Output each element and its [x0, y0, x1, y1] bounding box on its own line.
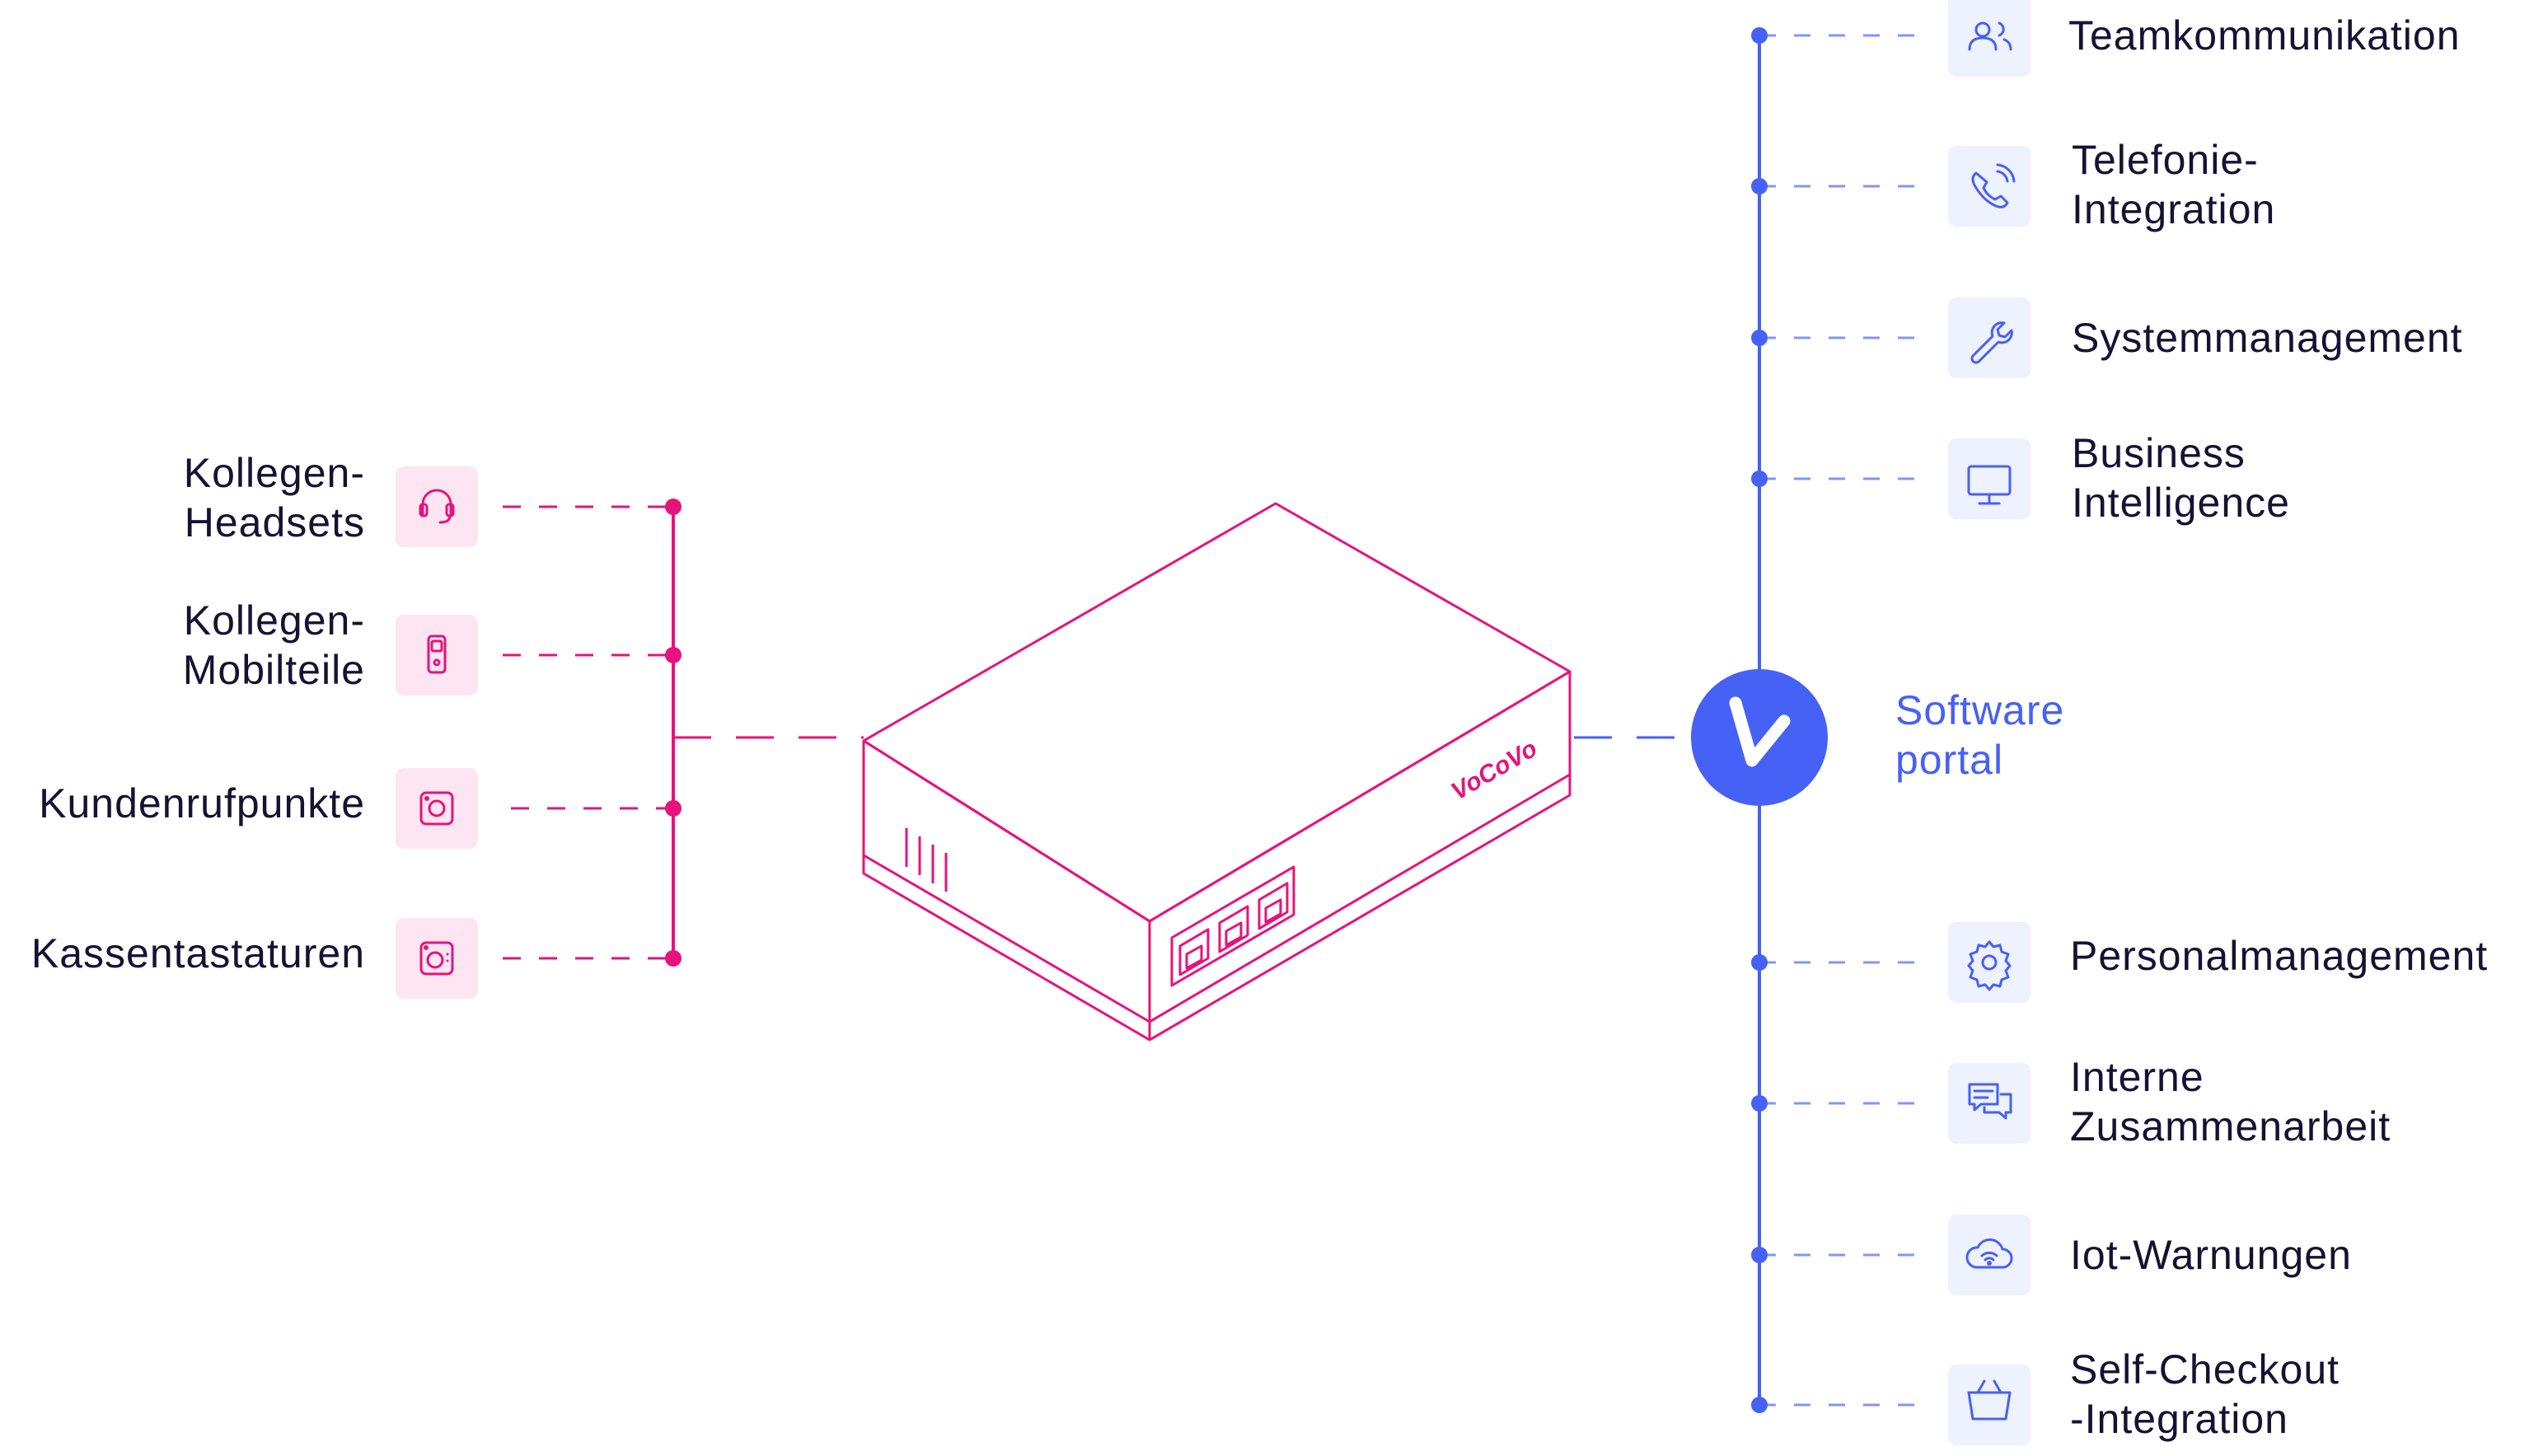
left-node-1 [665, 499, 682, 515]
cloud-wifi-icon [1965, 1238, 2013, 1269]
device-top-face [862, 502, 1571, 923]
device-brand-logo: VoCoVo [1446, 735, 1542, 806]
left-bus-nodes [665, 499, 682, 967]
call-point-icon [419, 791, 454, 826]
team-icon [1968, 21, 2012, 51]
keypad-icon [419, 941, 454, 976]
wrench-icon [1970, 321, 2013, 364]
right-label-telephony: Telefonie- Integration [2072, 137, 2276, 232]
monitor-icon [1967, 465, 2012, 505]
left-node-4 [665, 950, 682, 967]
chat-icon [1968, 1083, 2012, 1120]
left-label-headsets: Kollegen- Headsets [183, 450, 365, 545]
device-left-face [862, 739, 1151, 1023]
left-bus [503, 505, 864, 960]
handset-icon [427, 634, 447, 674]
gear-icon [1967, 940, 2012, 991]
headset-tile [396, 466, 478, 547]
right-connectors [1759, 34, 1932, 1407]
handset-tile [396, 615, 478, 695]
ethernet-panel [1170, 865, 1295, 987]
left-node-3 [665, 800, 682, 817]
left-label-call-points: Kundenrufpunkte [39, 780, 365, 826]
right-label-iot-alerts: Iot-Warnungen [2070, 1232, 2352, 1278]
right-label-business-intelligence: Business Intelligence [2072, 430, 2290, 526]
ethernet-ports [1178, 882, 1289, 976]
call-point-tile [396, 768, 478, 849]
device-right-face [1148, 670, 1571, 1023]
right-label-self-checkout: Self-Checkout -Integration [2070, 1346, 2340, 1442]
right-label-team-communication: Teamkommunikation [2068, 12, 2461, 59]
left-node-2 [665, 647, 682, 663]
portal-label: Software portal [1895, 687, 2065, 783]
right-bus-nodes [1751, 27, 1768, 1413]
left-icon-tiles [396, 466, 478, 999]
phone-icon [1971, 163, 2016, 208]
headset-icon [419, 489, 455, 524]
right-label-system-management: Systemmanagement [2072, 315, 2463, 361]
basket-icon [1967, 1379, 2012, 1421]
vocovo-logo-icon [1691, 669, 1828, 806]
right-label-personnel-management: Personalmanagement [2070, 933, 2489, 979]
left-icons [419, 489, 455, 976]
left-label-handsets: Kollegen- Mobilteile [182, 597, 365, 693]
right-label-internal-collaboration: Interne Zusammenarbeit [2070, 1054, 2391, 1149]
right-icons [1965, 21, 2016, 1421]
vocovo-device [862, 502, 1571, 1042]
left-label-keypads: Kassentastaturen [30, 930, 365, 976]
keypad-tile [396, 918, 478, 999]
